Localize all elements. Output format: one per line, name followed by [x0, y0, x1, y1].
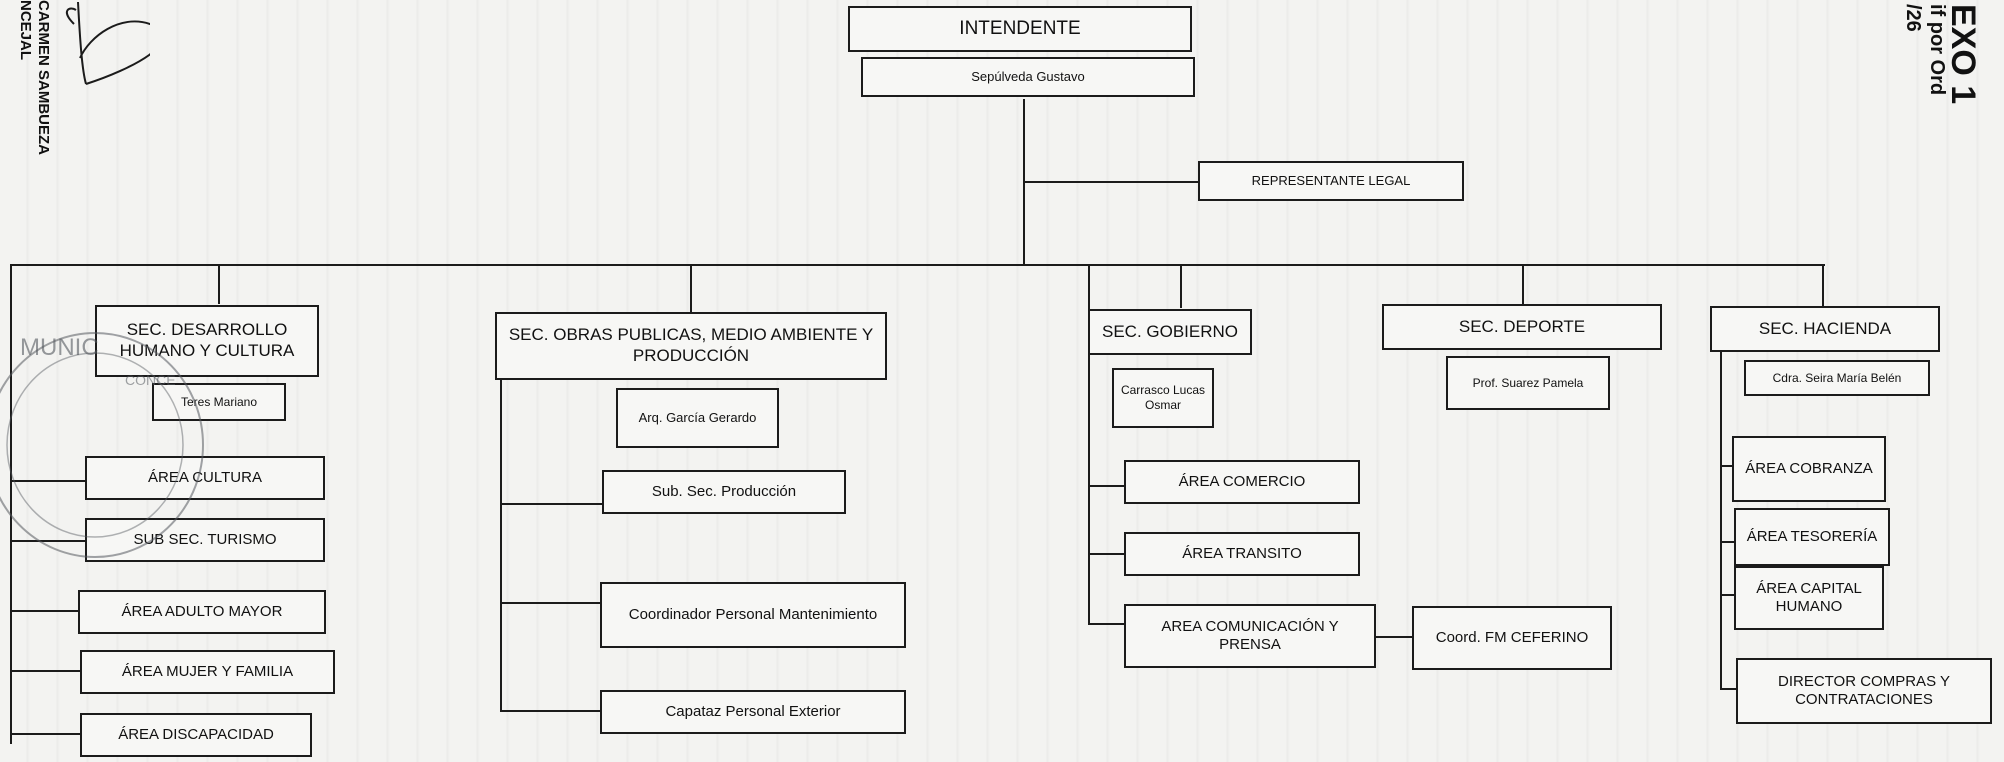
sec-deporte-title: SEC. DEPORTE — [1382, 304, 1662, 350]
sub-sec-turismo-box: SUB SEC. TURISMO — [85, 518, 325, 562]
area-comercio-box: ÁREA COMERCIO — [1124, 460, 1360, 504]
sec-hacienda-name: Cdra. Seira María Belén — [1744, 360, 1930, 396]
signature-name: CARMEN SAMBUEZA — [35, 0, 52, 155]
municipal-stamp: MUNIC CONCE — [0, 332, 204, 558]
sec-hacienda-title: SEC. HACIENDA — [1710, 306, 1940, 352]
signature-role: NCEJAL — [17, 0, 34, 61]
intendente-box: INTENDENTE — [848, 6, 1192, 52]
sec-desarrollo-name: Teres Mariano — [152, 383, 286, 421]
sec-gobierno-name: Carrasco Lucas Osmar — [1112, 368, 1214, 428]
area-cobranza-box: ÁREA COBRANZA — [1732, 436, 1886, 502]
sec-gobierno-title: SEC. GOBIERNO — [1088, 309, 1252, 355]
sub-sec-produccion-box: Sub. Sec. Producción — [602, 470, 846, 514]
stamp-text-top: MUNIC — [20, 334, 99, 361]
stamp-text-inner: CONCE — [125, 372, 176, 388]
signature-block: CARMEN SAMBUEZA NCEJAL — [0, 0, 165, 170]
annex-title: EXO 1 — [1944, 4, 1982, 105]
area-adulto-mayor-box: ÁREA ADULTO MAYOR — [78, 590, 326, 634]
coordinador-mantenimiento-box: Coordinador Personal Mantenimiento — [600, 582, 906, 648]
area-discapacidad-box: ÁREA DISCAPACIDAD — [80, 713, 312, 757]
sec-obras-title: SEC. OBRAS PUBLICAS, MEDIO AMBIENTE Y PR… — [495, 312, 887, 380]
sec-deporte-name: Prof. Suarez Pamela — [1446, 356, 1610, 410]
annex-number: /26 — [1902, 4, 1924, 32]
sec-obras-name: Arq. García Gerardo — [616, 388, 779, 448]
coord-fm-ceferino-box: Coord. FM CEFERINO — [1412, 606, 1612, 670]
sec-desarrollo-title: SEC. DESARROLLO HUMANO Y CULTURA — [95, 305, 319, 377]
capataz-exterior-box: Capataz Personal Exterior — [600, 690, 906, 734]
area-cultura-box: ÁREA CULTURA — [85, 456, 325, 500]
area-capital-humano-box: ÁREA CAPITAL HUMANO — [1734, 566, 1884, 630]
area-tesoreria-box: ÁREA TESORERÍA — [1734, 508, 1890, 566]
area-comunicacion-box: AREA COMUNICACIÓN Y PRENSA — [1124, 604, 1376, 668]
annex-subtitle: if por Ord — [1926, 4, 1948, 96]
intendente-name-box: Sepúlveda Gustavo — [861, 57, 1195, 97]
area-transito-box: ÁREA TRANSITO — [1124, 532, 1360, 576]
area-mujer-familia-box: ÁREA MUJER Y FAMILIA — [80, 650, 335, 694]
director-compras-box: DIRECTOR COMPRAS Y CONTRATACIONES — [1736, 658, 1992, 724]
representante-legal-box: REPRESENTANTE LEGAL — [1198, 161, 1464, 201]
annex-heading: EXO 1 if por Ord /26 — [1844, 4, 1994, 154]
